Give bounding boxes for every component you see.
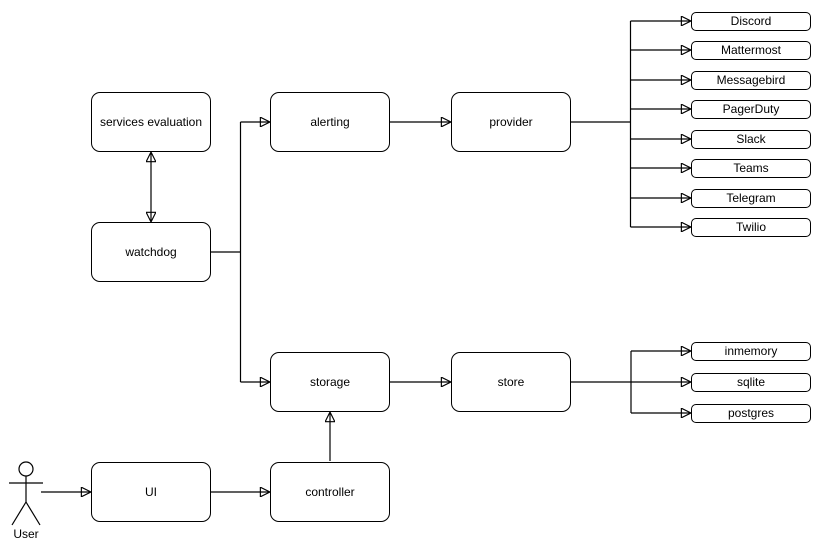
node-watchdog: watchdog <box>91 222 211 282</box>
leaf-pagerduty: PagerDuty <box>691 99 811 119</box>
node-alerting: alerting <box>270 92 390 152</box>
leaf-teams: Teams <box>691 158 811 178</box>
leaf-slack: Slack <box>691 129 811 149</box>
node-controller: controller <box>270 462 390 522</box>
leaf-twilio: Twilio <box>691 217 811 237</box>
node-ui: UI <box>91 462 211 522</box>
leaf-messagebird: Messagebird <box>691 70 811 90</box>
leaf-postgres: postgres <box>691 403 811 423</box>
leaf-discord: Discord <box>691 11 811 31</box>
node-storage: storage <box>270 352 390 412</box>
user-actor-label: User <box>13 527 39 541</box>
node-store: store <box>451 352 571 412</box>
leaf-telegram: Telegram <box>691 188 811 208</box>
leaf-sqlite: sqlite <box>691 372 811 392</box>
leaf-mattermost: Mattermost <box>691 40 811 60</box>
node-provider: provider <box>451 92 571 152</box>
node-services-evaluation: services evaluation <box>91 92 211 152</box>
user-actor-icon <box>9 461 43 526</box>
leaf-inmemory: inmemory <box>691 341 811 361</box>
